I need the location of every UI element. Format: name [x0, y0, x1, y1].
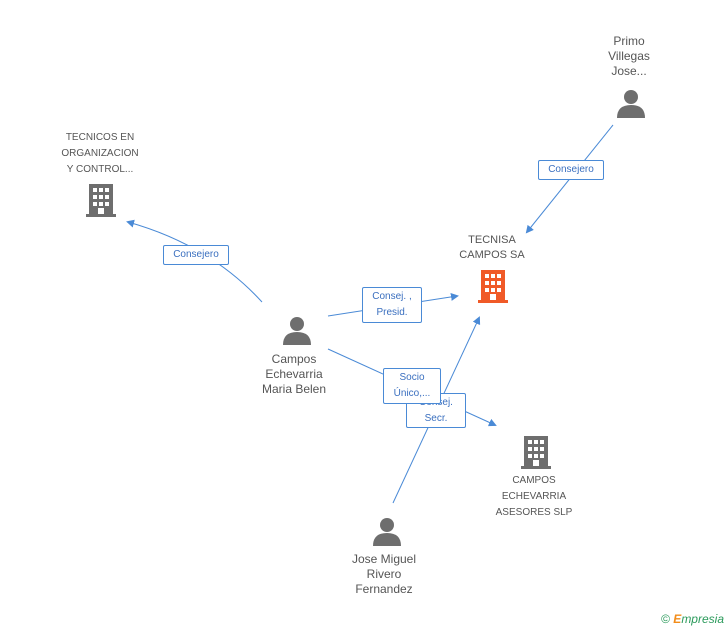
brand-logo-e: E	[673, 612, 682, 626]
building-icon[interactable]	[86, 184, 116, 217]
edge-label-socio-unico: Socio Único,...	[383, 368, 441, 404]
edge-label-consejero: Consejero	[163, 245, 229, 265]
person-icon[interactable]	[373, 518, 401, 546]
building-icon[interactable]	[521, 436, 551, 469]
brand-logo-text: mpresia	[681, 612, 724, 626]
company-label-campos-asesores[interactable]: CAMPOS ECHEVARRIA ASESORES SLP	[495, 475, 573, 518]
person-icon[interactable]	[283, 317, 311, 345]
person-label-jose-miguel[interactable]: Jose Miguel Rivero Fernandez	[351, 552, 417, 596]
person-label-campos-maria[interactable]: Campos Echevarria Maria Belen	[261, 352, 327, 396]
company-label-tecnisa[interactable]: TECNISA CAMPOS SA	[459, 234, 525, 261]
brand-footer: © Empresia	[661, 612, 724, 626]
edge-label-consej-presid: Consej. , Presid.	[362, 287, 422, 323]
company-label-tecnicos[interactable]: TECNICOS EN ORGANIZACION Y CONTROL...	[61, 132, 139, 175]
edge-label-consejero: Consejero	[538, 160, 604, 180]
building-highlight-icon[interactable]	[478, 270, 508, 303]
person-icon[interactable]	[617, 90, 645, 118]
copyright-icon: ©	[661, 612, 670, 626]
person-label-primo[interactable]: Primo Villegas Jose...	[608, 34, 650, 78]
